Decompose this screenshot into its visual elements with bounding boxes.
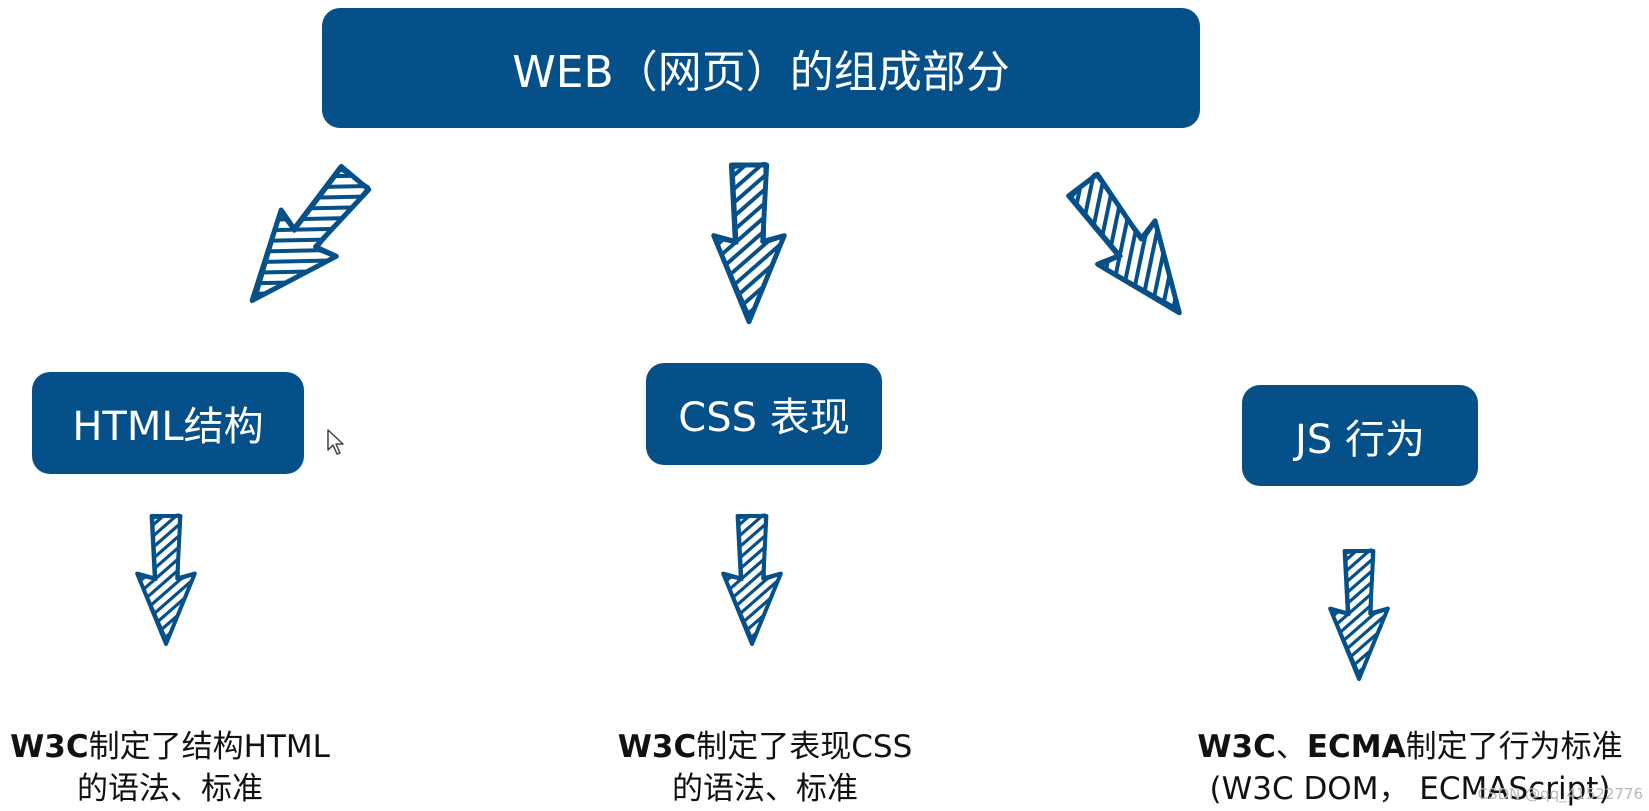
css-standard-description: W3C制定了表现CSS 的语法、标准 [570,726,960,810]
arrow-js-to-desc [1328,548,1390,682]
html-standard-line1: W3C制定了结构HTML [0,726,370,768]
js-standard-org2: ECMA [1306,729,1406,765]
root-node-label: WEB（网页）的组成部分 [512,47,1010,98]
js-behavior-node: JS 行为 [1242,385,1478,486]
js-standard-line2: (W3C DOM， ECMAScript) [1209,771,1611,807]
mouse-pointer-icon [327,429,344,455]
arrow-root-to-css [711,161,787,325]
arrow-html-to-desc [135,513,197,647]
root-node: WEB（网页）的组成部分 [322,8,1200,128]
css-standard-org: W3C [617,729,697,765]
css-standard-line2: 的语法、标准 [672,771,858,807]
css-presentation-node: CSS 表现 [646,363,882,465]
html-structure-node: HTML结构 [32,372,304,474]
html-standard-description: W3C制定了结构HTML 的语法、标准 [0,726,370,810]
watermark: CSDN @qq_41522776 [1477,785,1643,803]
html-standard-org: W3C [10,729,89,765]
arrow-css-to-desc [721,513,783,647]
arrow-root-to-html [224,154,383,324]
css-presentation-label: CSS 表现 [678,395,850,441]
js-standard-org: W3C [1197,729,1276,765]
js-standard-description: W3C、ECMA制定了行为标准 (W3C DOM， ECMAScript) [1160,726,1649,810]
js-standard-sep: 、 [1275,729,1307,765]
html-structure-label: HTML结构 [72,404,264,450]
html-standard-line2: 的语法、标准 [77,771,263,807]
js-standard-line1: W3C、ECMA制定了行为标准 [1160,726,1649,768]
html-standard-text1: 制定了结构HTML [88,729,330,765]
css-standard-text1: 制定了表现CSS [696,729,913,765]
js-standard-text1: 制定了行为标准 [1405,729,1623,765]
arrow-root-to-js [1054,163,1209,335]
js-behavior-label: JS 行为 [1295,416,1425,463]
css-standard-line1: W3C制定了表现CSS [570,726,960,768]
